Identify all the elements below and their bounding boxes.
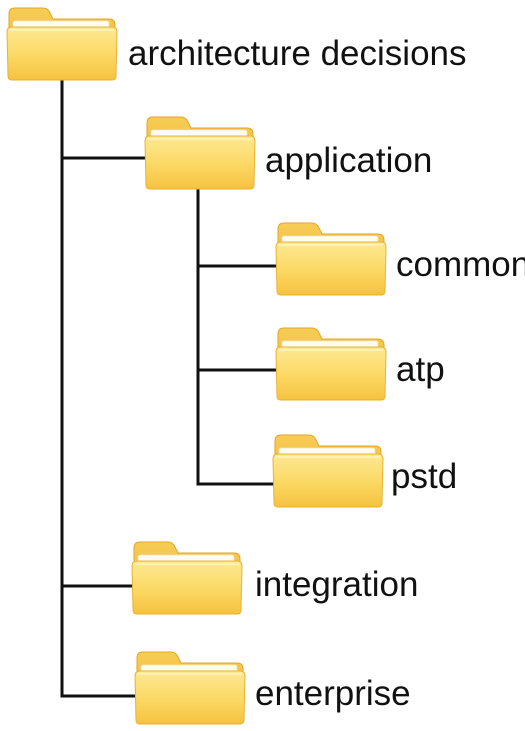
- node-label: enterprise: [255, 674, 411, 713]
- tree-connectors: [60, 76, 278, 698]
- node-label: application: [265, 141, 432, 180]
- tree-node-architecture-decisions[interactable]: architecture decisions: [6, 7, 467, 81]
- folder-icon: [144, 116, 256, 190]
- node-label: common: [396, 245, 525, 284]
- node-label: integration: [255, 565, 418, 604]
- tree-node-atp[interactable]: atp: [275, 327, 445, 401]
- node-label: pstd: [391, 457, 457, 496]
- tree-node-integration[interactable]: integration: [131, 541, 418, 615]
- folder-icon: [6, 7, 118, 81]
- folder-icon: [131, 541, 243, 615]
- tree-node-enterprise[interactable]: enterprise: [134, 651, 411, 725]
- tree-node-pstd[interactable]: pstd: [272, 434, 457, 508]
- tree-node-application[interactable]: application: [144, 116, 432, 190]
- folder-icon: [275, 327, 387, 401]
- node-label: atp: [396, 350, 445, 389]
- folder-icon: [272, 434, 384, 508]
- folder-icon: [134, 651, 246, 725]
- tree-node-common[interactable]: common: [275, 222, 525, 296]
- folder-icon: [275, 222, 387, 296]
- node-label: architecture decisions: [128, 34, 467, 73]
